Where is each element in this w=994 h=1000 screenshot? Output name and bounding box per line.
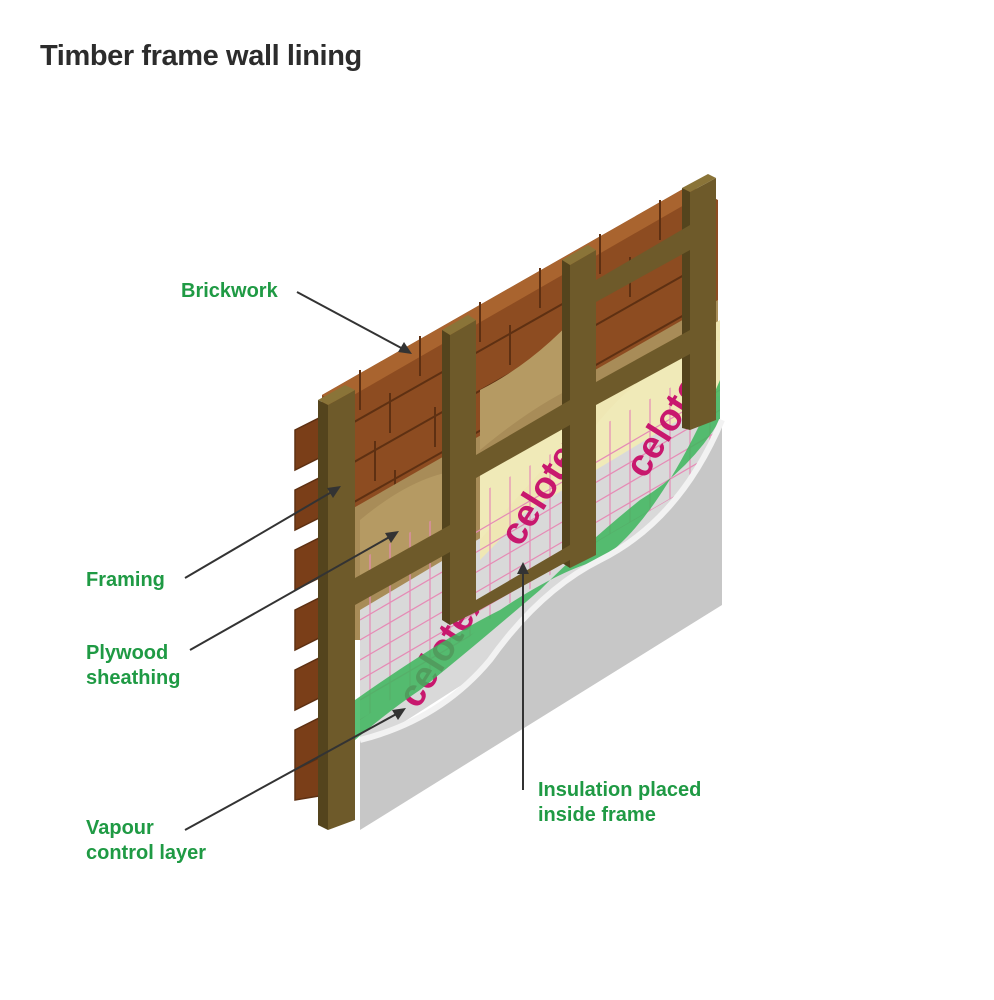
timber-frame bbox=[318, 174, 716, 830]
vapour-control-layer bbox=[355, 380, 720, 740]
framing-label: Framing bbox=[86, 569, 165, 591]
brickwork-label: Brickwork bbox=[181, 280, 278, 302]
plasterboard-layer bbox=[359, 418, 725, 830]
leader-lines bbox=[184, 291, 529, 831]
vapour-control-layer-label: Vapour control layer bbox=[86, 817, 207, 864]
insulation-label: Insulation placed inside frame bbox=[538, 779, 702, 826]
page-title: Timber frame wall lining bbox=[40, 40, 362, 72]
plywood-sheathing-label: Plywood sheathing bbox=[86, 642, 181, 689]
